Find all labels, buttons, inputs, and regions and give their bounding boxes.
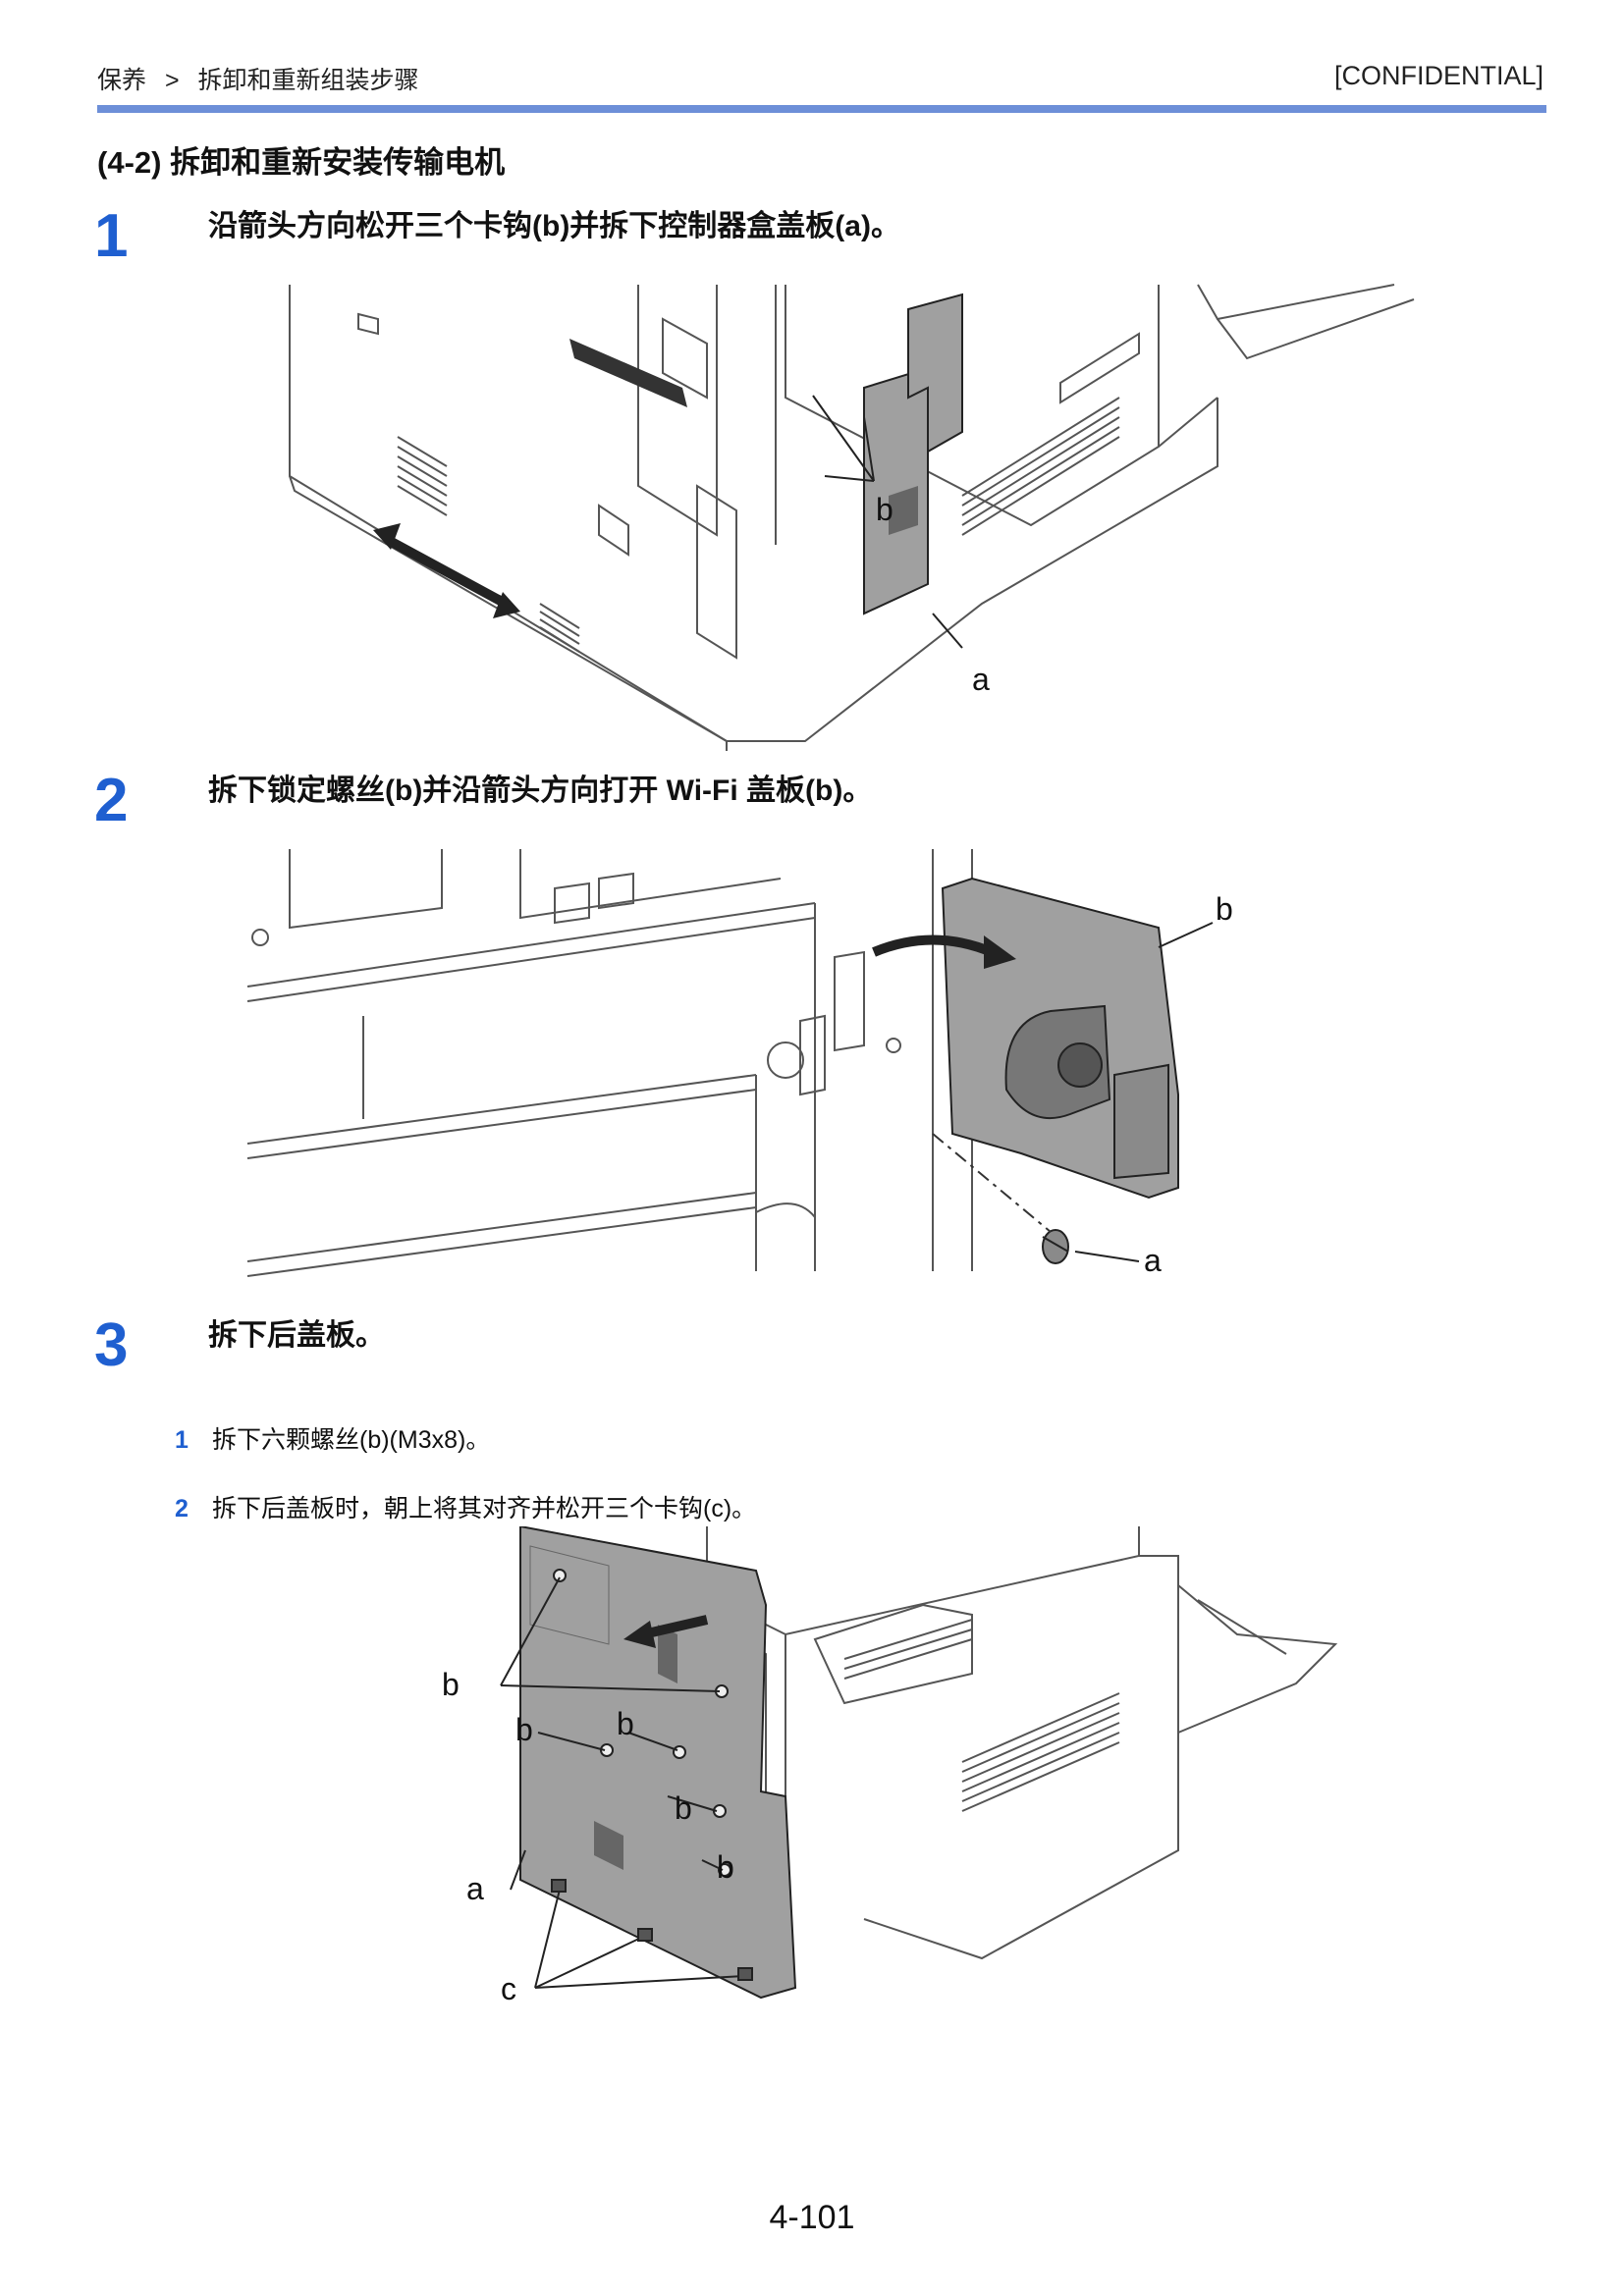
step-text-2: 拆下锁定螺丝(b)并沿箭头方向打开 Wi-Fi 盖板(b)。 xyxy=(208,774,873,807)
screw-icon xyxy=(553,1569,731,1877)
step-number-2: 2 xyxy=(94,767,129,834)
callout-b: b xyxy=(617,1706,634,1741)
page-header: 保养 > 拆卸和重新组装步骤 [CONFIDENTIAL] xyxy=(97,57,1545,116)
figure-2-illustration: b a xyxy=(246,849,1233,1278)
substep-1: 1 拆下六颗螺丝(b)(M3x8)。 xyxy=(175,1420,490,1456)
substep-number-2: 2 xyxy=(175,1495,189,1522)
remove-direction-arrow-icon xyxy=(641,1615,709,1639)
removal-arrow-icon xyxy=(385,535,509,609)
open-direction-arrow-icon xyxy=(872,934,994,957)
hook-icon xyxy=(551,1879,753,1981)
breadcrumb: 保养 > 拆卸和重新组装步骤 xyxy=(97,61,431,96)
callout-b: b xyxy=(515,1712,533,1747)
controller-box-cover-panel xyxy=(863,366,929,615)
rear-cover-panel xyxy=(519,1526,797,2000)
substep-text-2: 拆下后盖板时，朝上将其对齐并松开三个卡钩(c)。 xyxy=(212,1495,757,1522)
callout-b: b xyxy=(675,1790,692,1826)
callout-b: b xyxy=(442,1667,460,1702)
step-number-3: 3 xyxy=(94,1311,129,1379)
figure-rear-cover: b b b b b a c xyxy=(432,1526,1355,2017)
step-number-1: 1 xyxy=(94,202,129,270)
header-divider xyxy=(97,105,1546,113)
figure-3-illustration: b b b b b a c xyxy=(442,1526,1338,2006)
callout-b: b xyxy=(1216,891,1233,927)
section-title: (4-2) 拆卸和重新安装传输电机 xyxy=(97,145,506,180)
callout-b: b xyxy=(717,1849,734,1885)
figure-controller-box-cover: b a xyxy=(275,280,1434,751)
page-number: 4-101 xyxy=(769,2199,855,2236)
substep-number-1: 1 xyxy=(175,1426,189,1454)
callout-b: b xyxy=(876,492,893,527)
substep-text-1: 拆下六颗螺丝(b)(M3x8)。 xyxy=(212,1426,491,1454)
figure-wifi-cover: b a xyxy=(245,849,1257,1281)
breadcrumb-item-maintenance[interactable]: 保养 xyxy=(97,67,147,94)
step-text-3: 拆下后盖板。 xyxy=(208,1319,385,1352)
confidential-label: [CONFIDENTIAL] xyxy=(1333,61,1543,90)
step-text-1: 沿箭头方向松开三个卡钩(b)并拆下控制器盒盖板(a)。 xyxy=(208,210,900,242)
figure-1-illustration: b a xyxy=(289,284,1415,751)
callout-a: a xyxy=(466,1871,484,1906)
breadcrumb-separator: > xyxy=(164,67,180,94)
substep-2: 2 拆下后盖板时，朝上将其对齐并松开三个卡钩(c)。 xyxy=(175,1489,756,1524)
lock-screw-icon xyxy=(1042,1229,1069,1264)
breadcrumb-item-disassembly[interactable]: 拆卸和重新组装步骤 xyxy=(197,67,419,94)
callout-a: a xyxy=(1144,1243,1162,1278)
callout-a: a xyxy=(972,662,990,697)
callout-c: c xyxy=(501,1971,516,2006)
